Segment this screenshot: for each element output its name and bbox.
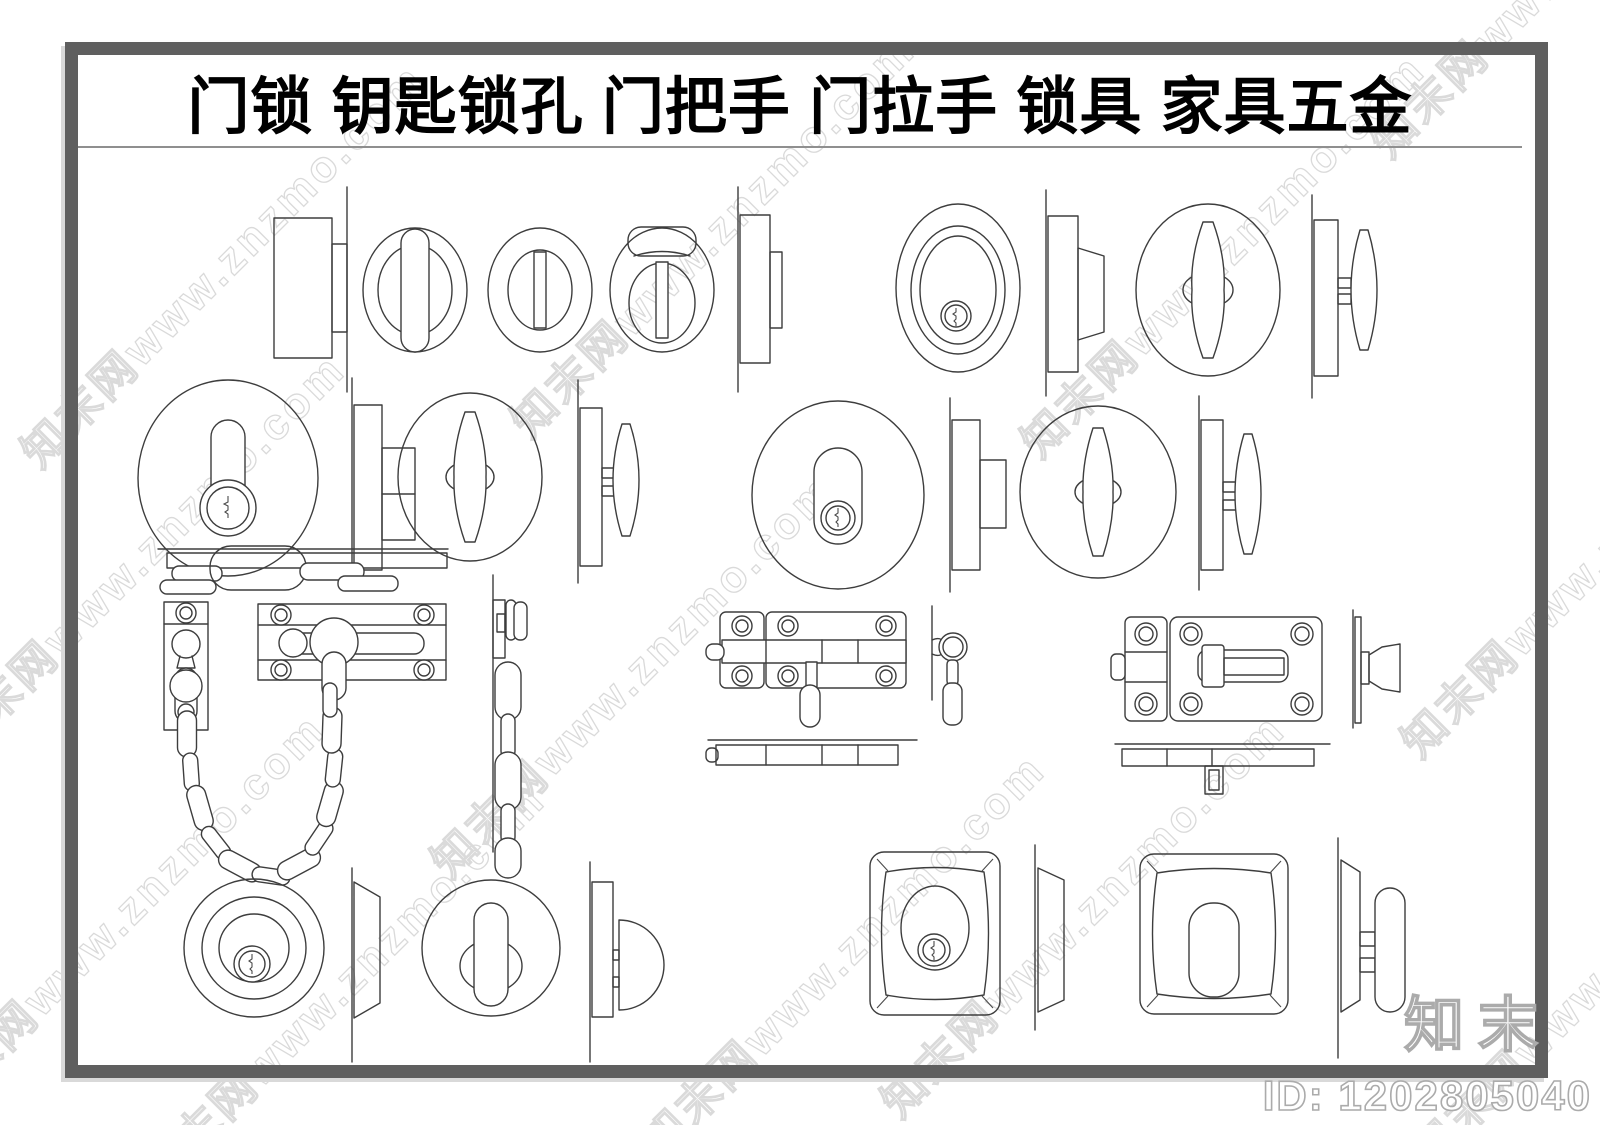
door-chain-links <box>176 682 344 886</box>
image-id-text: ID: 1202805040 <box>1263 1072 1592 1119</box>
border-frame <box>65 42 1548 1078</box>
deadbolt-cylinder-set-drawing <box>895 189 1378 399</box>
deadbolt-and-dome-knob-drawing <box>183 861 665 1063</box>
privacy-lock-set-drawing <box>273 186 783 393</box>
square-escutcheon-set-drawing <box>869 837 1406 1059</box>
security-door-chain-drawing <box>157 545 528 886</box>
brand-logo-text: 知末 <box>1404 992 1552 1059</box>
page-title: 门锁 钥匙锁孔 门把手 门拉手 锁具 家具五金 <box>187 73 1413 142</box>
slide-bolt-latch-drawing <box>1110 609 1401 795</box>
oval-keyhole-rosette-set-drawing <box>751 395 1262 593</box>
keyhole-rosette-set-drawing <box>137 377 640 586</box>
barrel-bolt-latch-drawing <box>705 605 968 766</box>
title-divider-line <box>78 146 1522 148</box>
